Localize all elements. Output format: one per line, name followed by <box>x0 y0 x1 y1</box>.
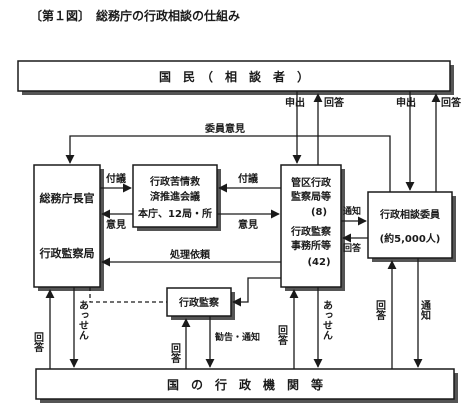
fugi-label-left: 付議 <box>106 172 126 185</box>
kaitou-label-1a: 回答 <box>324 96 345 109</box>
suishin-line1: 行政苦情救 <box>149 175 200 188</box>
kokumin-box <box>17 60 451 92</box>
assen-label-kankyoku: あっせん <box>321 300 333 340</box>
kikan-label: 国 の 行 政 機 関 等 <box>167 377 323 392</box>
kankyoku-kansatsu-link <box>232 277 281 307</box>
moushide-label-2a: 申出 <box>396 96 416 109</box>
kankyoku-box <box>280 164 342 288</box>
kankoku-tsuchi-label: 勧告・通知 <box>215 331 260 343</box>
soudan-iin-label: 行政相談委員 <box>379 208 440 221</box>
tsuchi-label-iin-kikan: 通知 <box>419 300 432 321</box>
suishin-line2: 済推進会議 <box>150 190 200 203</box>
somucho-kansatsu-link <box>89 287 167 303</box>
iin-iken-label: 委員意見 <box>204 122 245 135</box>
kansatsukyoku-label: 行政監察局 <box>39 246 95 260</box>
soudan-iin-count: (約5,000人) <box>380 232 441 245</box>
kankyoku-count: (8) <box>311 207 327 218</box>
kaitou-label-somucho: 回答 <box>32 332 45 353</box>
kokumin-label: 国 民 （ 相 談 者 ） <box>159 69 309 84</box>
iin-iken-arrow <box>65 135 391 192</box>
somucho-label: 総務庁長官 <box>40 191 95 205</box>
kaitou-label-iin: 回答 <box>343 242 362 254</box>
kaitou-label-kansatsu: 回答 <box>169 343 182 364</box>
fugi-label-right: 付議 <box>238 172 258 185</box>
assen-label-somucho: あっせん <box>77 300 89 340</box>
iken-label-left: 意見 <box>106 218 126 231</box>
kikan-box <box>35 368 455 400</box>
soudan-iin-box <box>367 191 453 259</box>
gyosei-kansatsu-label: 行政監察 <box>178 296 220 309</box>
shori-irai-label: 処理依頼 <box>169 248 211 261</box>
kaitou-label-kankyoku-kikan: 回答 <box>276 325 289 346</box>
jimusho-line2: 事務所等 <box>291 239 331 252</box>
kaitou-label-iin-kikan: 回答 <box>374 300 387 321</box>
kankyoku-line2: 監察局等 <box>291 190 331 203</box>
jimusho-line1: 行政監察 <box>290 225 332 238</box>
gyosei-kansatsu-box <box>166 287 232 317</box>
kaitou-label-2a: 回答 <box>441 96 462 109</box>
suishin-kaigi-box <box>132 164 218 228</box>
kankyoku-line1: 管区行政 <box>291 176 332 189</box>
somucho-box <box>33 164 101 288</box>
iken-label-right: 意見 <box>238 218 258 231</box>
moushide-label-1a: 申出 <box>285 96 305 109</box>
jimusho-count: (42) <box>307 257 330 268</box>
diagram-title: 〔第１図〕 総務庁の行政相談の仕組み <box>30 8 240 23</box>
tsuchi-label-iin: 通知 <box>343 205 361 217</box>
suishin-line3: 本庁、12局・所 <box>138 207 212 220</box>
